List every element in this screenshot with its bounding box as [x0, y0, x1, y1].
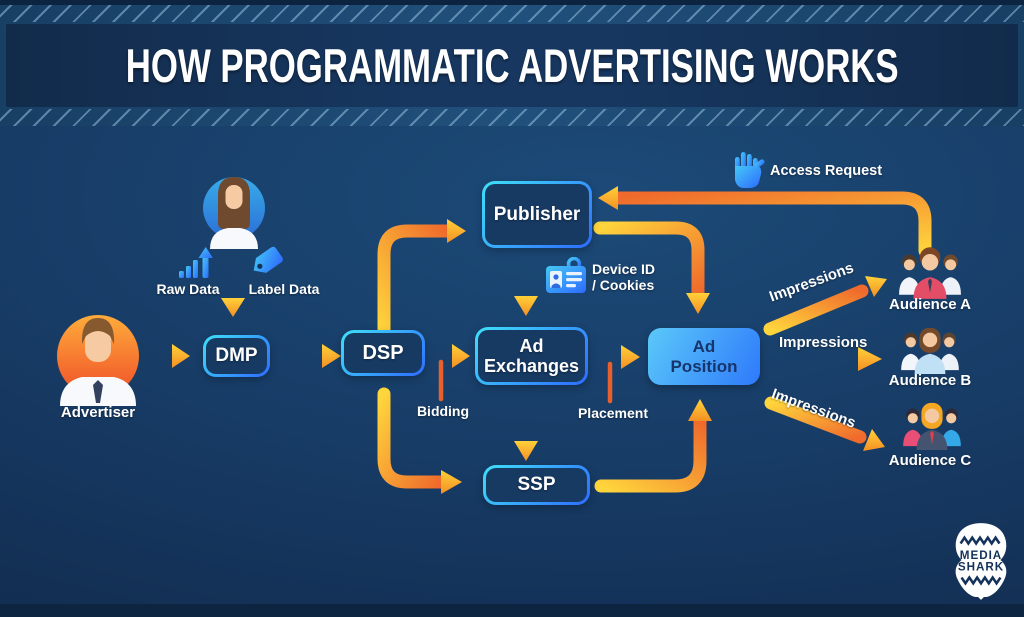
logo-text-line2: SHARK: [958, 561, 1004, 574]
arrow-dsp-to-ssp: [377, 387, 462, 494]
audience-c-label: Audience C: [888, 452, 972, 469]
node-ad-position: Ad Position: [648, 328, 760, 385]
audience-a-label: Audience A: [889, 296, 971, 313]
node-ssp: SSP: [483, 465, 590, 505]
node-publisher: Publisher: [482, 181, 592, 248]
audience-a-icon: [899, 247, 961, 299]
media-shark-logo: MEDIA SHARK: [955, 523, 1007, 600]
hatch-strip-top: [0, 5, 1024, 22]
top-dark-bar: [0, 0, 1024, 6]
hatch-strip-bottom: [0, 109, 1024, 126]
node-publisher-label: Publisher: [493, 203, 581, 225]
node-dmp-label: DMP: [215, 345, 258, 367]
node-ad-position-label: Ad Position: [670, 336, 738, 376]
device-id-line2: / Cookies: [592, 277, 655, 293]
audience-c-icon: [903, 402, 961, 450]
arrow-datasource-to-dmp: [221, 231, 245, 317]
label-data-icon: [253, 246, 283, 273]
header-inner-panel: [6, 24, 1018, 107]
impressions-b-label: Impressions: [779, 334, 868, 351]
raw-data-label: Raw Data: [156, 281, 220, 297]
logo-text-line1: MEDIA: [960, 549, 1002, 562]
node-dsp: DSP: [341, 330, 425, 376]
advertiser-icon: [57, 315, 139, 406]
node-ad-exchanges: Ad Exchanges: [475, 327, 588, 385]
arrow-dmp-to-dsp: [279, 344, 341, 368]
arrow-access-request-to-publisher: [598, 186, 932, 258]
advertiser-label: Advertiser: [60, 404, 136, 421]
arrow-publisher-to-adexchanges: [514, 249, 538, 316]
data-specialist-icon: [203, 177, 265, 249]
node-dmp: DMP: [203, 335, 270, 377]
audience-b-icon: [901, 327, 959, 374]
title-wrap: HOW PROGRAMMATIC ADVERTISING WORKS: [0, 24, 1024, 107]
access-request-label: Access Request: [770, 163, 883, 179]
arrow-advertiser-to-dmp: [148, 344, 190, 368]
arrow-impressions-to-audience-a: [763, 276, 887, 336]
arrow-dsp-to-publisher: [377, 219, 466, 343]
arrow-publisher-to-adposition: [593, 221, 710, 314]
arrow-impressions-to-audience-c: [764, 396, 885, 451]
arrow-adexchanges-to-adposition: [593, 345, 640, 404]
node-ad-exchanges-label: Ad Exchanges: [483, 335, 580, 376]
bidding-label: Bidding: [416, 403, 470, 419]
node-ssp-label: SSP: [517, 474, 556, 496]
bottom-dark-bar: [0, 604, 1024, 617]
raw-data-icon: [179, 247, 213, 278]
arrow-impressions-to-audience-b: [766, 347, 882, 371]
audience-b-label: Audience B: [888, 372, 972, 389]
device-id-label: Device ID / Cookies: [592, 261, 655, 293]
node-dsp-label: DSP: [362, 341, 404, 364]
device-id-card-icon: [546, 257, 586, 293]
page-title: HOW PROGRAMMATIC ADVERTISING WORKS: [125, 39, 899, 92]
access-request-hand-icon: [735, 152, 765, 188]
device-id-line1: Device ID: [592, 261, 656, 277]
arrow-adexchanges-to-ssp: [514, 388, 538, 461]
placement-label: Placement: [577, 405, 649, 421]
arrow-ssp-to-adposition: [594, 399, 712, 493]
arrow-dsp-to-adexchanges: [427, 344, 470, 402]
label-data-label: Label Data: [248, 281, 320, 297]
